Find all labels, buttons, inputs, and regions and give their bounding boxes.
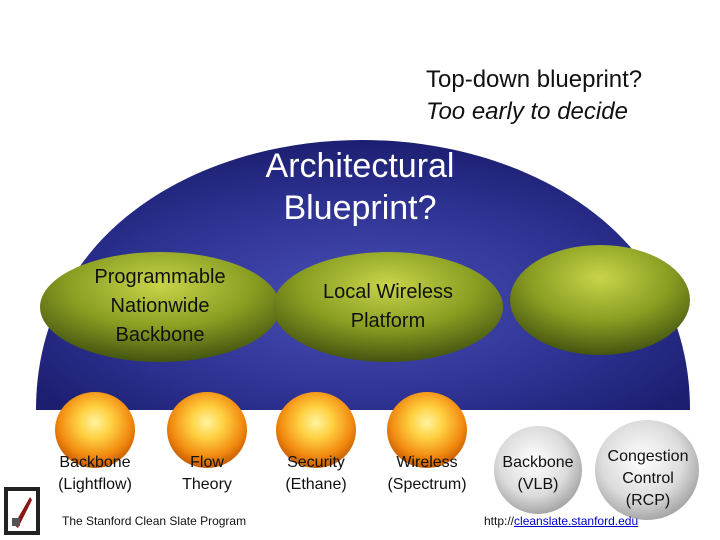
project-label-line: Security xyxy=(287,454,345,471)
platform-pill-3 xyxy=(510,245,690,355)
project-label-line: Backbone xyxy=(502,454,574,471)
platform-label-line: Programmable xyxy=(94,266,226,288)
project-label-rcp: Congestion Control (RCP) xyxy=(592,446,704,512)
project-label-flow-theory: Flow Theory xyxy=(152,452,262,496)
project-label-line: (Lightflow) xyxy=(58,476,132,493)
platform-pill-1 xyxy=(40,252,280,362)
project-label-spectrum: Wireless (Spectrum) xyxy=(372,452,482,496)
platform-label-line: Backbone xyxy=(115,324,205,346)
project-label-line: Backbone xyxy=(59,454,131,471)
project-label-line: (Spectrum) xyxy=(387,476,467,493)
platform-label-backbone: Programmable Nationwide Backbone xyxy=(55,263,265,350)
project-ball-3 xyxy=(276,392,356,468)
project-ball-2 xyxy=(167,392,247,468)
footer-url-link[interactable]: cleanslate.stanford.edu xyxy=(514,514,639,528)
footer-url-prefix: http:// xyxy=(484,514,515,528)
project-label-vlb: Backbone (VLB) xyxy=(483,452,593,496)
footer-program-name: The Stanford Clean Slate Program xyxy=(62,514,247,528)
platform-label-wireless: Local Wireless Platform xyxy=(283,278,493,336)
dome-title: Architectural Blueprint? xyxy=(240,145,480,229)
stanford-seal-icon xyxy=(4,487,40,535)
project-ball-5 xyxy=(494,426,582,514)
project-label-line: (RCP) xyxy=(625,492,671,509)
project-label-line: Wireless xyxy=(396,454,458,471)
project-ball-6 xyxy=(595,420,699,520)
project-label-line: Flow xyxy=(190,454,224,471)
footer-url: http://cleanslate.stanford.edu xyxy=(484,514,638,528)
dome-title-line-2: Blueprint? xyxy=(283,189,437,227)
project-label-line: Congestion xyxy=(607,448,689,465)
project-label-line: Control xyxy=(622,470,674,487)
project-label-ethane: Security (Ethane) xyxy=(261,452,371,496)
project-label-line: Theory xyxy=(182,476,232,493)
top-down-callout: Top-down blueprint? Too early to decide xyxy=(426,64,642,128)
project-ball-4 xyxy=(387,392,467,468)
callout-line-2: Too early to decide xyxy=(426,98,628,125)
platform-label-line: Local Wireless xyxy=(322,281,454,303)
platform-pill-2 xyxy=(273,252,503,362)
project-label-lightflow: Backbone (Lightflow) xyxy=(40,452,150,496)
project-label-line: (VLB) xyxy=(517,476,559,493)
platform-label-line: Platform xyxy=(350,310,426,332)
callout-line-1: Top-down blueprint? xyxy=(426,66,643,93)
project-ball-1 xyxy=(55,392,135,468)
dome-title-line-1: Architectural xyxy=(265,147,455,185)
platform-label-line: Nationwide xyxy=(110,295,210,317)
project-label-line: (Ethane) xyxy=(285,476,347,493)
